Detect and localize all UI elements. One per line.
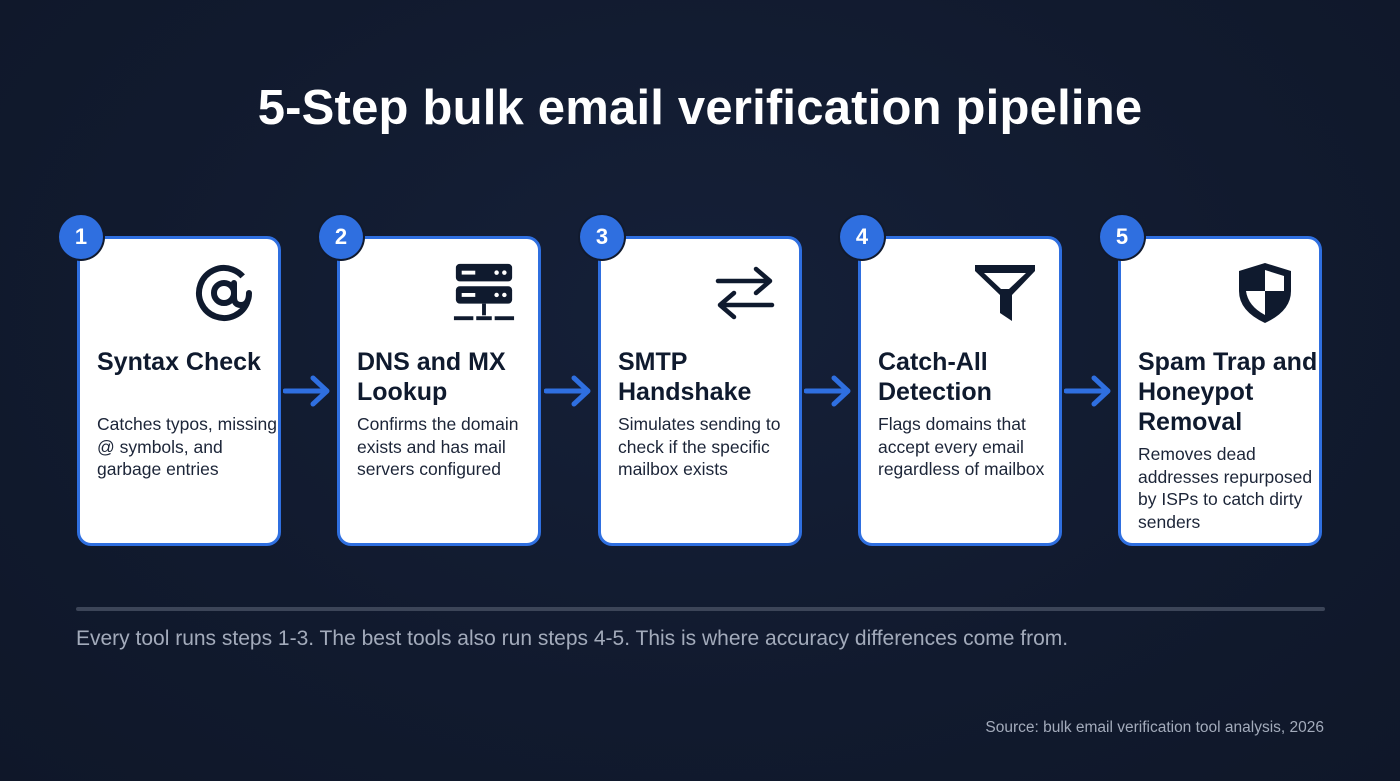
funnel-icon <box>973 261 1037 325</box>
shield-icon <box>1233 261 1297 325</box>
step-description: Confirms the domain exists and has mail … <box>357 414 519 479</box>
step-card-3: SMTP Handshake Simulates sending to chec… <box>598 236 802 546</box>
step-description: Simulates sending to check if the specif… <box>618 414 781 479</box>
arrow-right-icon <box>283 375 330 407</box>
server-icon <box>452 261 516 325</box>
step-number-badge: 3 <box>580 215 624 259</box>
step-title: SMTP Handshake <box>618 348 752 406</box>
step-title: Syntax Check <box>97 348 261 376</box>
step-description: Removes dead addresses repurposed by ISP… <box>1138 444 1313 532</box>
step-card-4: Catch-All Detection Flags domains that a… <box>858 236 1062 546</box>
at-sign-icon <box>192 261 256 325</box>
step-title: Spam Trap and Honeypot Removal <box>1138 348 1318 436</box>
step-number-badge: 1 <box>59 215 103 259</box>
step-number-badge: 4 <box>840 215 884 259</box>
exchange-arrows-icon <box>713 261 777 325</box>
step-card-5: Spam Trap and Honeypot Removal Removes d… <box>1118 236 1322 546</box>
step-card-2: DNS and MX Lookup Confirms the domain ex… <box>337 236 541 546</box>
step-card-1: Syntax Check Catches typos, missing @ sy… <box>77 236 281 546</box>
step-title: DNS and MX Lookup <box>357 348 506 406</box>
step-number-badge: 5 <box>1100 215 1144 259</box>
arrow-right-icon <box>1064 375 1111 407</box>
arrow-right-icon <box>544 375 591 407</box>
step-title: Catch-All Detection <box>878 348 992 406</box>
divider <box>76 607 1325 611</box>
step-description: Catches typos, missing @ symbols, and ga… <box>97 414 277 479</box>
page-title: 5-Step bulk email verification pipeline <box>257 81 1143 135</box>
arrow-right-icon <box>804 375 851 407</box>
step-description: Flags domains that accept every email re… <box>878 414 1045 479</box>
source-caption: Source: bulk email verification tool ana… <box>985 719 1324 736</box>
footer-note: Every tool runs steps 1-3. The best tool… <box>76 627 1069 650</box>
step-number-badge: 2 <box>319 215 363 259</box>
